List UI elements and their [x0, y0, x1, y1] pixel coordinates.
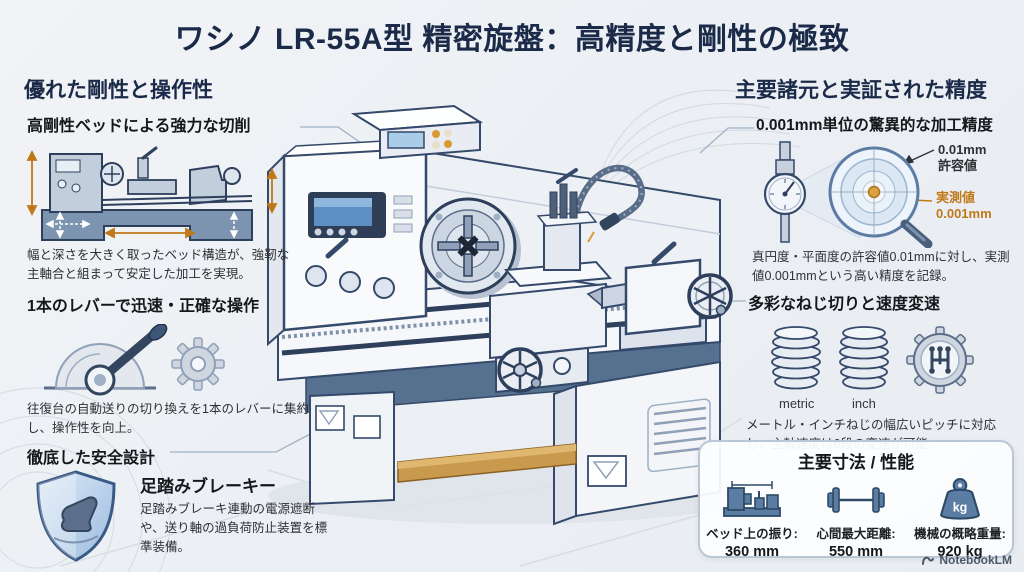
- spec-item-centers: 心間最大距離: 550 mm: [805, 477, 908, 560]
- spec-item-swing: ベッド上の振り: 360 mm: [701, 477, 804, 560]
- bed-body-text: 幅と深さを大きく取ったベッド構造が、強靭な主軸合と組まって安定した加工を実現。: [27, 248, 290, 281]
- spec-item-weight: kg 機械の概略重量: 920 kg: [909, 477, 1012, 560]
- mini-lathe-icon: [720, 477, 784, 523]
- safety-body-text: 足踏みブレーキ連動の電源遮断や、送り軸の過負荷防止装置を標準装備。: [140, 502, 328, 554]
- watermark-label: NotebookLM: [939, 553, 1012, 567]
- foot-brake-shield-icon: [36, 470, 116, 562]
- measured-label: 実測値: [936, 190, 976, 205]
- lever-subheading: 1本のレバーで迅速・正確な操作: [27, 298, 259, 315]
- spec-label-weight: 機械の概略重量:: [914, 527, 1006, 541]
- dial-gauge-magnifier-illustration: [763, 141, 933, 248]
- tolerance-label: 許容値: [938, 158, 978, 173]
- metric-thread-label: metric: [779, 396, 815, 411]
- between-centers-icon: [824, 477, 888, 523]
- inch-thread-label: inch: [852, 396, 876, 411]
- right-column-heading: 主要諸元と実証された精度: [735, 79, 987, 102]
- gear-shift-icon: [906, 326, 974, 394]
- spec-value-centers: 550 mm: [828, 544, 883, 560]
- kg-badge-text: kg: [953, 501, 968, 515]
- spec-value-swing: 360 mm: [724, 544, 779, 560]
- tolerance-value-label: 0.01mm: [938, 142, 987, 157]
- threading-subheading: 多彩なねじ切りと速度変速: [748, 296, 941, 313]
- precision-subheading: 0.001mm単位の驚異的な加工精度: [756, 117, 993, 134]
- notebooklm-logo-icon: [922, 556, 935, 565]
- bed-schematic-illustration: [26, 146, 278, 241]
- lathe-illustration: [267, 104, 740, 526]
- left-column-heading: 優れた剛性と操作性: [24, 79, 213, 102]
- specs-row: ベッド上の振り: 360 mm 心間最大距離: 550 mm: [700, 477, 1012, 560]
- lever-body-text: 往復台の自動送りの切り換えを1本のレバーに集約し、操作性を向上。: [27, 402, 309, 435]
- specs-title: 主要寸法 / 性能: [797, 453, 915, 472]
- bed-subheading: 高剛性ベッドによる強力な切削: [27, 118, 251, 135]
- page-title: ワシノ LR-55A型 精密旋盤：高精度と剛性の極致: [174, 23, 850, 56]
- thread-metric-icon: [771, 326, 821, 390]
- measured-value-label: 0.001mm: [936, 206, 992, 221]
- watermark: NotebookLM: [921, 553, 1012, 567]
- specs-panel: 主要寸法 / 性能 ベッド上の振り:: [698, 440, 1014, 560]
- spec-label-centers: 心間最大距離:: [816, 527, 896, 541]
- spec-value-weight: 920 kg: [937, 544, 983, 560]
- lever-and-gear-icon: [44, 324, 225, 396]
- weight-kg-icon: kg: [937, 477, 983, 523]
- precision-body-text: 真円度・平面度の許容値0.01mmに対し、実測値0.001mmという高い精度を記…: [752, 250, 1010, 283]
- thread-inch-icon: [839, 326, 889, 390]
- foot-brake-title: 足踏みブレーキー: [140, 477, 276, 496]
- spec-label-swing: ベッド上の振り:: [706, 527, 798, 541]
- safety-subheading: 徹底した安全設計: [27, 450, 156, 467]
